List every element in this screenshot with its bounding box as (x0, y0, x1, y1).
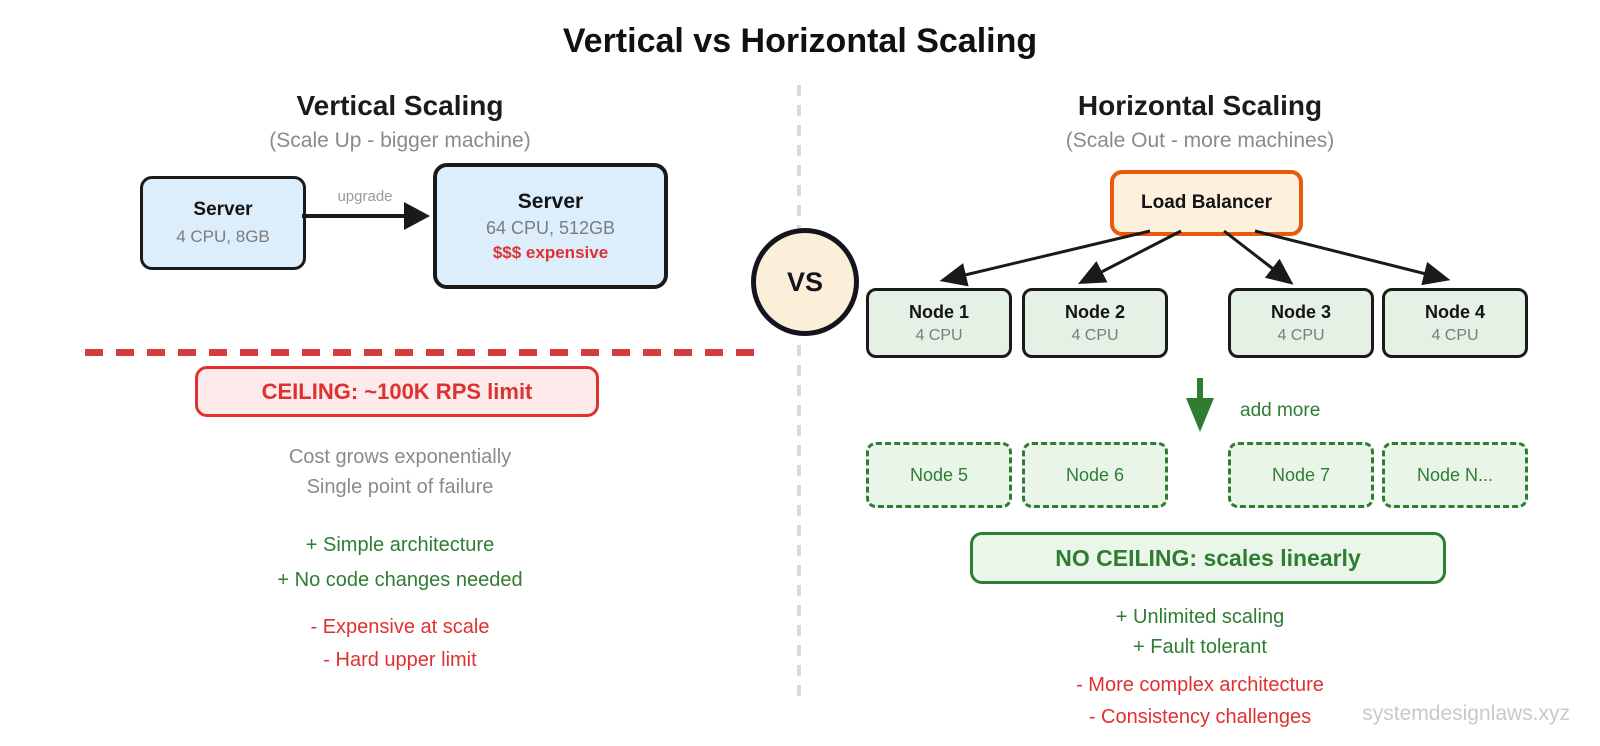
load-balancer-box: Load Balancer (1110, 170, 1303, 236)
page-title: Vertical vs Horizontal Scaling (562, 22, 1038, 60)
node-name: Node 4 (1424, 301, 1485, 322)
no-ceiling-box: NO CEILING: scales linearly (970, 532, 1446, 584)
big-server-cost: $$$ expensive (492, 242, 609, 262)
node-box-2: Node 2 4 CPU (1022, 288, 1168, 358)
horizontal-pro: + Unlimited scaling (1115, 606, 1285, 628)
big-server-box: Server 64 CPU, 512GB $$$ expensive (433, 163, 668, 289)
vertical-con: - Hard upper limit (323, 649, 477, 671)
small-server-spec: 4 CPU, 8GB (176, 227, 270, 246)
future-node-box-5: Node 5 (866, 442, 1012, 508)
watermark: systemdesignlaws.xyz (1362, 702, 1570, 725)
horizontal-scaling-heading: Horizontal Scaling (1077, 90, 1323, 121)
small-server-box: Server 4 CPU, 8GB (140, 176, 306, 270)
vertical-drawback: Single point of failure (306, 476, 494, 498)
vertical-pro: + Simple architecture (305, 534, 495, 556)
horizontal-scaling-subtitle: (Scale Out - more machines) (1065, 129, 1335, 152)
upgrade-arrow-label: upgrade (337, 188, 393, 205)
vertical-scaling-heading: Vertical Scaling (296, 90, 504, 121)
vertical-drawback: Cost grows exponentially (288, 446, 512, 468)
node-name: Node 1 (908, 301, 969, 322)
vertical-pro: + No code changes needed (277, 569, 523, 591)
vertical-scaling-subtitle: (Scale Up - bigger machine) (269, 129, 531, 152)
node-box-3: Node 3 4 CPU (1228, 288, 1374, 358)
ceiling-dashed-line (85, 349, 757, 356)
big-server-spec: 64 CPU, 512GB (485, 217, 616, 238)
lb-arrow-icons (939, 229, 1451, 287)
future-node-box-7: Node 7 (1228, 442, 1374, 508)
node-spec: 4 CPU (1277, 326, 1325, 344)
upgrade-arrow-icon (302, 202, 430, 230)
horizontal-pro: + Fault tolerant (1133, 636, 1267, 658)
node-box-1: Node 1 4 CPU (866, 288, 1012, 358)
node-box-4: Node 4 4 CPU (1382, 288, 1528, 358)
node-spec: 4 CPU (1071, 326, 1119, 344)
add-more-label: add more (1240, 400, 1321, 421)
node-spec: 4 CPU (1431, 326, 1479, 344)
add-more-arrow-icon (1186, 378, 1214, 432)
future-node-box-n: Node N... (1382, 442, 1528, 508)
center-divider-dashed-line (797, 85, 801, 703)
vs-badge: VS (751, 228, 859, 336)
node-spec: 4 CPU (915, 326, 963, 344)
horizontal-con: - Consistency challenges (1088, 706, 1312, 728)
horizontal-con: - More complex architecture (1076, 674, 1324, 696)
ceiling-limit-box: CEILING: ~100K RPS limit (195, 366, 599, 417)
node-name: Node 2 (1064, 301, 1125, 322)
future-node-box-6: Node 6 (1022, 442, 1168, 508)
small-server-title: Server (193, 199, 253, 220)
vertical-con: - Expensive at scale (310, 616, 490, 638)
node-name: Node 3 (1270, 301, 1331, 322)
big-server-title: Server (517, 189, 584, 213)
